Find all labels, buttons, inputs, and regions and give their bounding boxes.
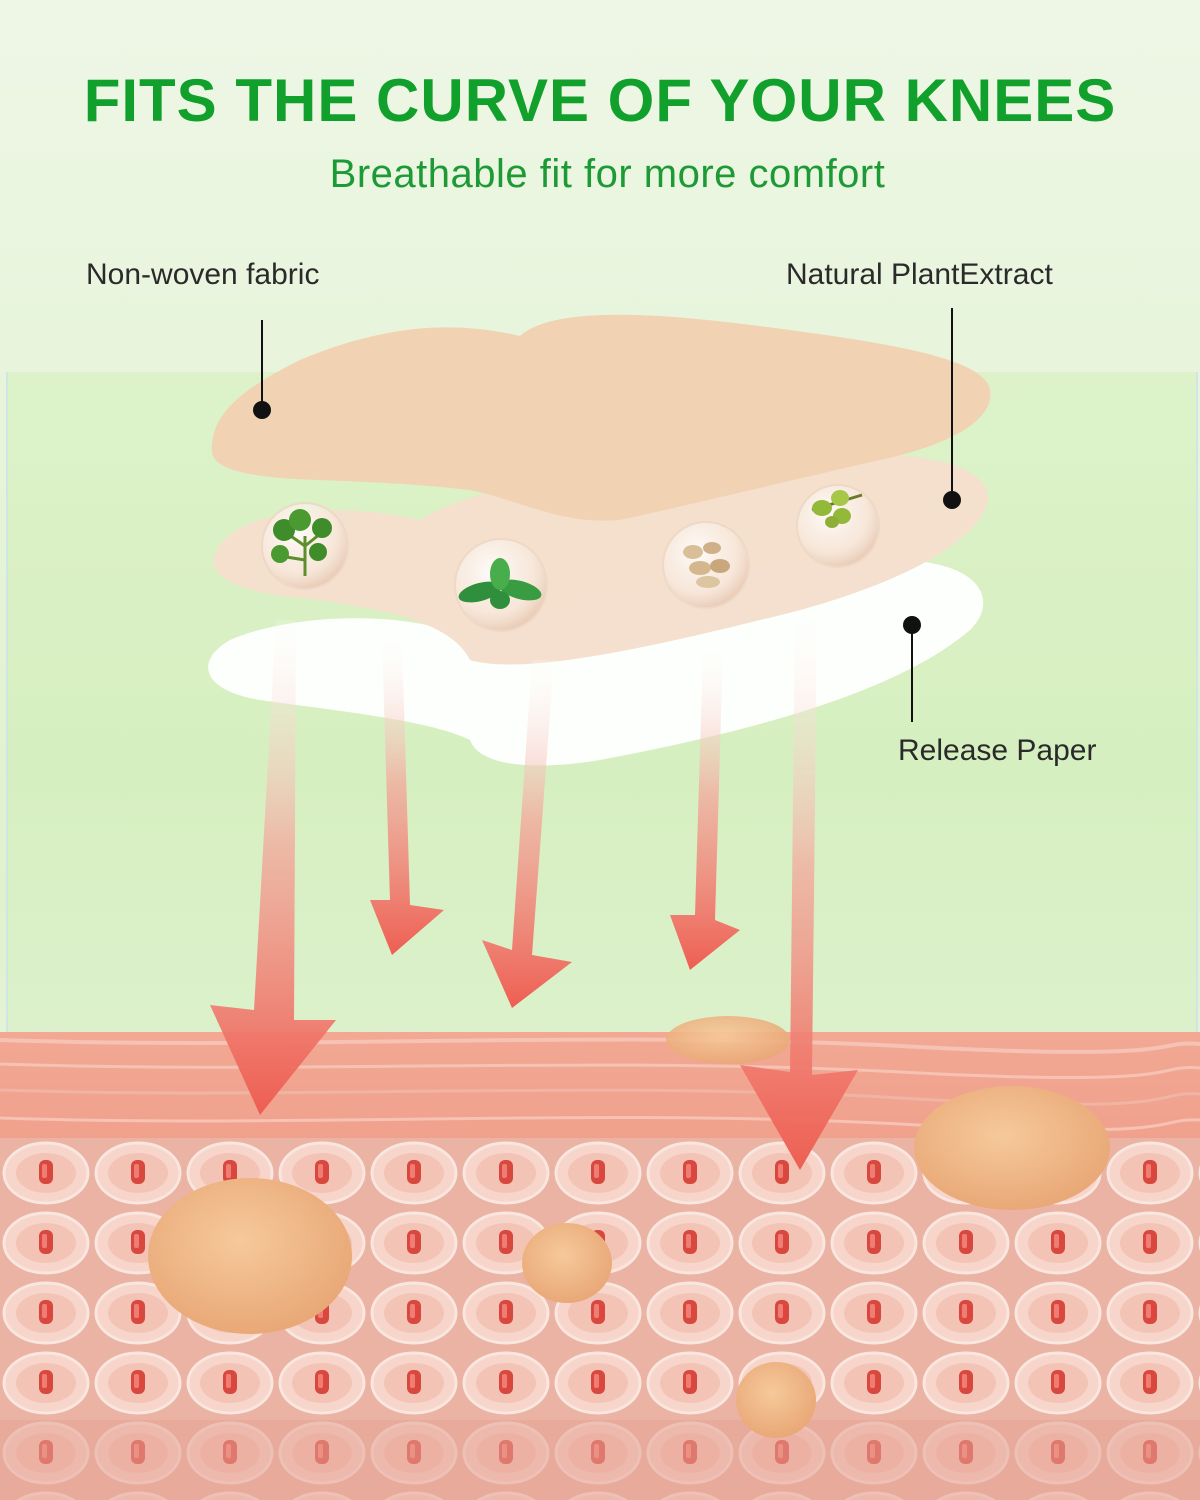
non-woven-fabric-layer	[211, 314, 991, 521]
arrow-1	[210, 620, 336, 1115]
arrow-3	[482, 660, 572, 1008]
page-subtitle: Breathable fit for more comfort	[329, 152, 886, 196]
absorption-arrows	[210, 620, 858, 1170]
plant-extract-layer	[213, 454, 989, 665]
parsley-icon	[261, 502, 349, 590]
callout-non-woven-fabric: Non-woven fabric	[86, 258, 320, 291]
arrow-2	[370, 640, 444, 955]
fat-globules	[148, 1016, 1110, 1438]
callout-release-paper: Release Paper	[898, 734, 1097, 767]
callout-lines	[253, 308, 961, 722]
page-title: FITS THE CURVE OF YOUR KNEES	[83, 67, 1117, 134]
arrow-4	[670, 650, 740, 970]
arrow-5	[740, 620, 858, 1170]
olive-icon	[796, 484, 880, 568]
ginger-icon	[662, 521, 750, 609]
callout-natural-plant-extract: Natural PlantExtract	[786, 258, 1053, 291]
mint-icon	[454, 538, 548, 632]
